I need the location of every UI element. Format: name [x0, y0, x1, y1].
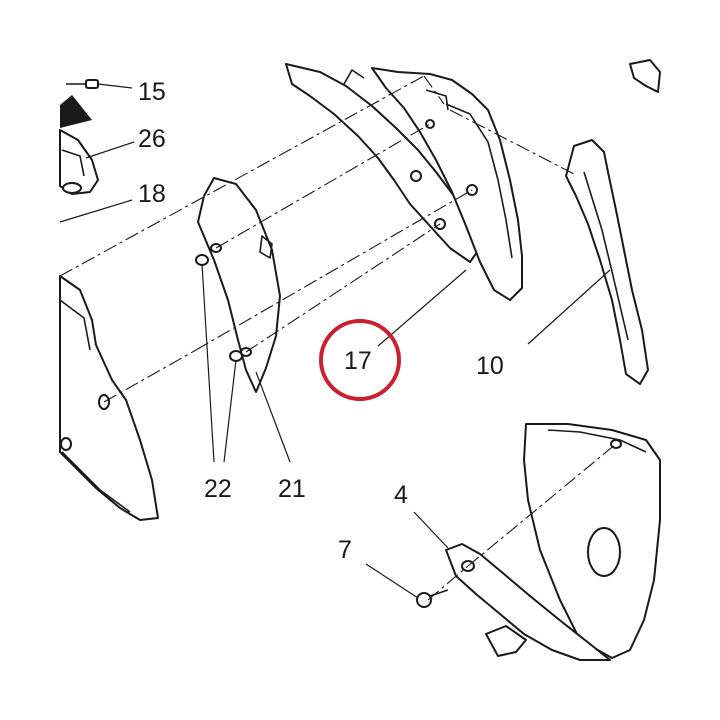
- callout-21: 21: [278, 475, 306, 503]
- callout-10: 10: [476, 352, 504, 380]
- main-side-panel: [59, 275, 159, 521]
- highlight-ring: [319, 319, 401, 401]
- part-26-bracket: [59, 95, 99, 195]
- callout-4: 4: [394, 481, 408, 509]
- part-4-lower-assembly: [445, 423, 661, 661]
- callout-17: 17: [344, 347, 372, 375]
- callout-26: 26: [138, 125, 166, 153]
- callout-22: 22: [204, 475, 232, 503]
- part-7-screw: [416, 589, 449, 608]
- part-10-bracket: [565, 59, 661, 385]
- callout-18: 18: [138, 180, 166, 208]
- part-15-screw: [66, 79, 99, 89]
- assembly-lines: [59, 75, 617, 601]
- callout-7: 7: [338, 536, 352, 564]
- leader-lines: [59, 83, 611, 599]
- part-17-central-assembly: [285, 63, 523, 301]
- callout-15: 15: [138, 78, 166, 106]
